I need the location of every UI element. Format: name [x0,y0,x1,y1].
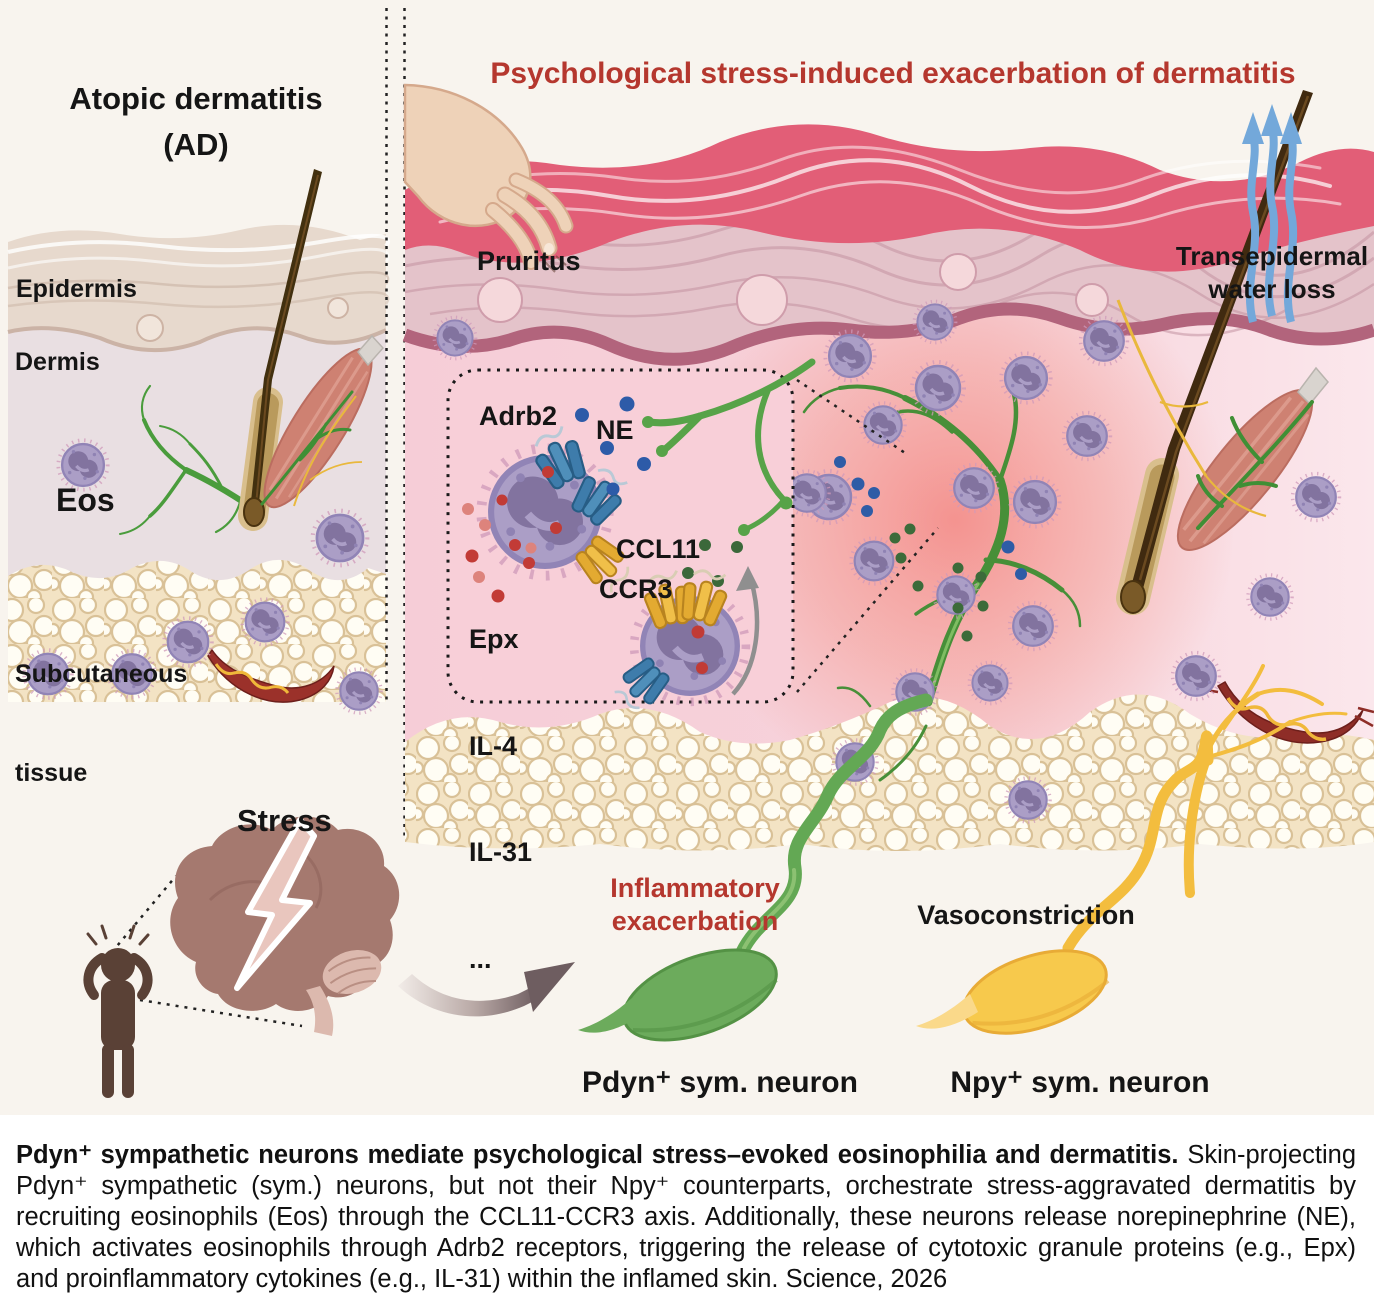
subcutaneous-line2: tissue [15,759,88,787]
signal-arrow [398,962,575,1017]
pdyn-neuron [578,693,933,1042]
lightning-bolt-icon [234,817,317,991]
blood-vessel [207,648,335,703]
caption-bold: Pdyn⁺ sympathetic neurons mediate psycho… [16,1141,1179,1169]
mediator-epx: Epx [469,624,519,654]
stress-pathway [83,664,1348,1098]
ccl11-dots [889,523,989,642]
pdyn-neuron-label: Pdyn⁺ sym. neuron [582,1066,858,1099]
mediator-il31: IL-31 [469,837,533,867]
arrector-pili-muscle [260,334,385,509]
granule-dots [462,503,537,603]
pruritus-label: Pruritus [477,246,581,276]
ne-dots [834,456,1027,580]
arrector-pili-muscle [1116,299,1329,551]
skin-nerve [119,384,261,535]
npy-neuron-label: Npy⁺ sym. neuron [950,1066,1210,1099]
tewl-line2: water loss [1208,274,1336,304]
ccr3-label: CCR3 [599,574,673,604]
adrb2-label: Adrb2 [479,401,558,431]
stress-label: Stress [237,803,332,838]
brain-icon [170,816,400,1036]
blood-vessel [1201,675,1374,744]
inflamed-epidermis [405,124,1374,272]
inflammatory-line1: Inflammatory [610,873,780,903]
caption-text: Skin-projecting Pdyn⁺ sympathetic (sym.)… [16,1141,1357,1293]
ne-dots [575,396,651,496]
inflammation-glow [675,240,1235,800]
inflammatory-label: Inflammatory exacerbation [578,872,812,938]
left-title-line1: Atopic dermatitis [69,81,323,116]
epidermis-label: Epidermis [16,275,137,303]
vasoconstriction-label: Vasoconstriction [917,900,1135,930]
left-panel-title: Atopic dermatitis (AD) [10,76,382,168]
figure-panel: Atopic dermatitis (AD) Psychological str… [0,0,1374,1115]
right-skin-cross-section [402,83,1374,851]
figure-caption: Pdyn⁺ sympathetic neurons mediate psycho… [0,1115,1374,1298]
ne-label: NE [596,415,634,445]
mediator-ellipsis: ... [469,943,492,974]
pdyn-nerve-arborization [802,356,1082,782]
subcutaneous-label: Subcutaneous tissue [15,592,187,856]
stressed-person-icon [83,924,153,1098]
water-loss-arrows [1242,104,1302,324]
mediator-il4: IL-4 [469,730,518,761]
ccl11-label: CCL11 [616,534,701,564]
left-title-line2: (AD) [163,127,229,162]
dermis-label: Dermis [15,348,100,376]
mechanism-inset [446,358,939,719]
left-skin-cross-section [7,169,390,715]
illustration [7,8,1374,1098]
hair-follicle [238,169,322,531]
tewl-label: Transepidermal water loss [1172,240,1372,306]
right-panel-title: Psychological stress-induced exacerbatio… [490,57,1296,90]
tewl-line1: Transepidermal [1175,241,1369,271]
scratching-hand [403,83,574,273]
npy-neuron [916,664,1348,1035]
mediator-list: Epx IL-4 IL-31 ... [469,551,532,1048]
subcutaneous-line1: Subcutaneous [15,660,188,688]
inflammatory-line2: exacerbation [611,906,779,936]
eos-label: Eos [56,482,115,518]
recruitment-arrow [731,579,760,696]
